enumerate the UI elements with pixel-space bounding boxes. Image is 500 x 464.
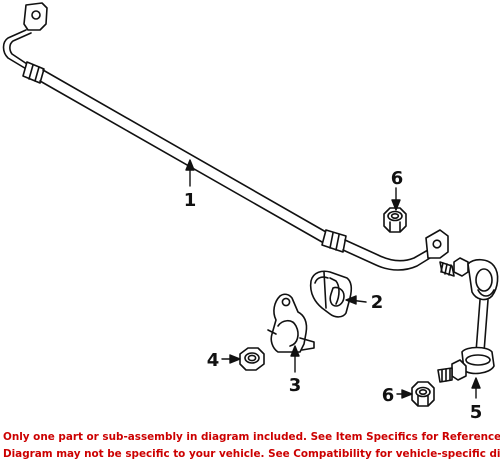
bar-right-collar [321,229,347,253]
stabilizer-link-icon [437,257,499,383]
bracket-icon [267,293,315,353]
bar-left-bend [2,29,29,71]
bar-left-end-plate [23,2,48,31]
bar-main-shaft [42,69,327,233]
callout-1: 1 [184,190,197,211]
bar-left-bend-inner [9,32,32,67]
bar-right-section-lower [342,249,431,271]
callout-6-top: 6 [391,168,404,189]
callout-3: 3 [289,375,302,396]
parts-diagram: 1 2 3 4 5 6 6 [2,2,499,423]
callout-2: 2 [371,292,384,313]
bar-main-shaft-lower [39,80,323,243]
disclaimer-footer: Only one part or sub-assembly in diagram… [0,428,500,464]
bar-left-collar [22,61,45,84]
callout-5: 5 [470,402,483,423]
stabilizer-bar-icon [2,2,449,271]
bar-right-section [344,239,429,262]
disclaimer-line-2: Diagram may not be specific to your vehi… [3,448,500,460]
bar-right-end-plate [425,229,449,259]
leader-arrows [185,159,481,399]
nut-icon [239,347,265,371]
bushing-icon [309,270,353,318]
disclaimer-line-1: Only one part or sub-assembly in diagram… [3,431,500,443]
callout-4: 4 [207,350,220,371]
callout-6-bottom: 6 [382,385,395,406]
nut-icon [383,207,407,233]
nut-icon [411,381,435,407]
